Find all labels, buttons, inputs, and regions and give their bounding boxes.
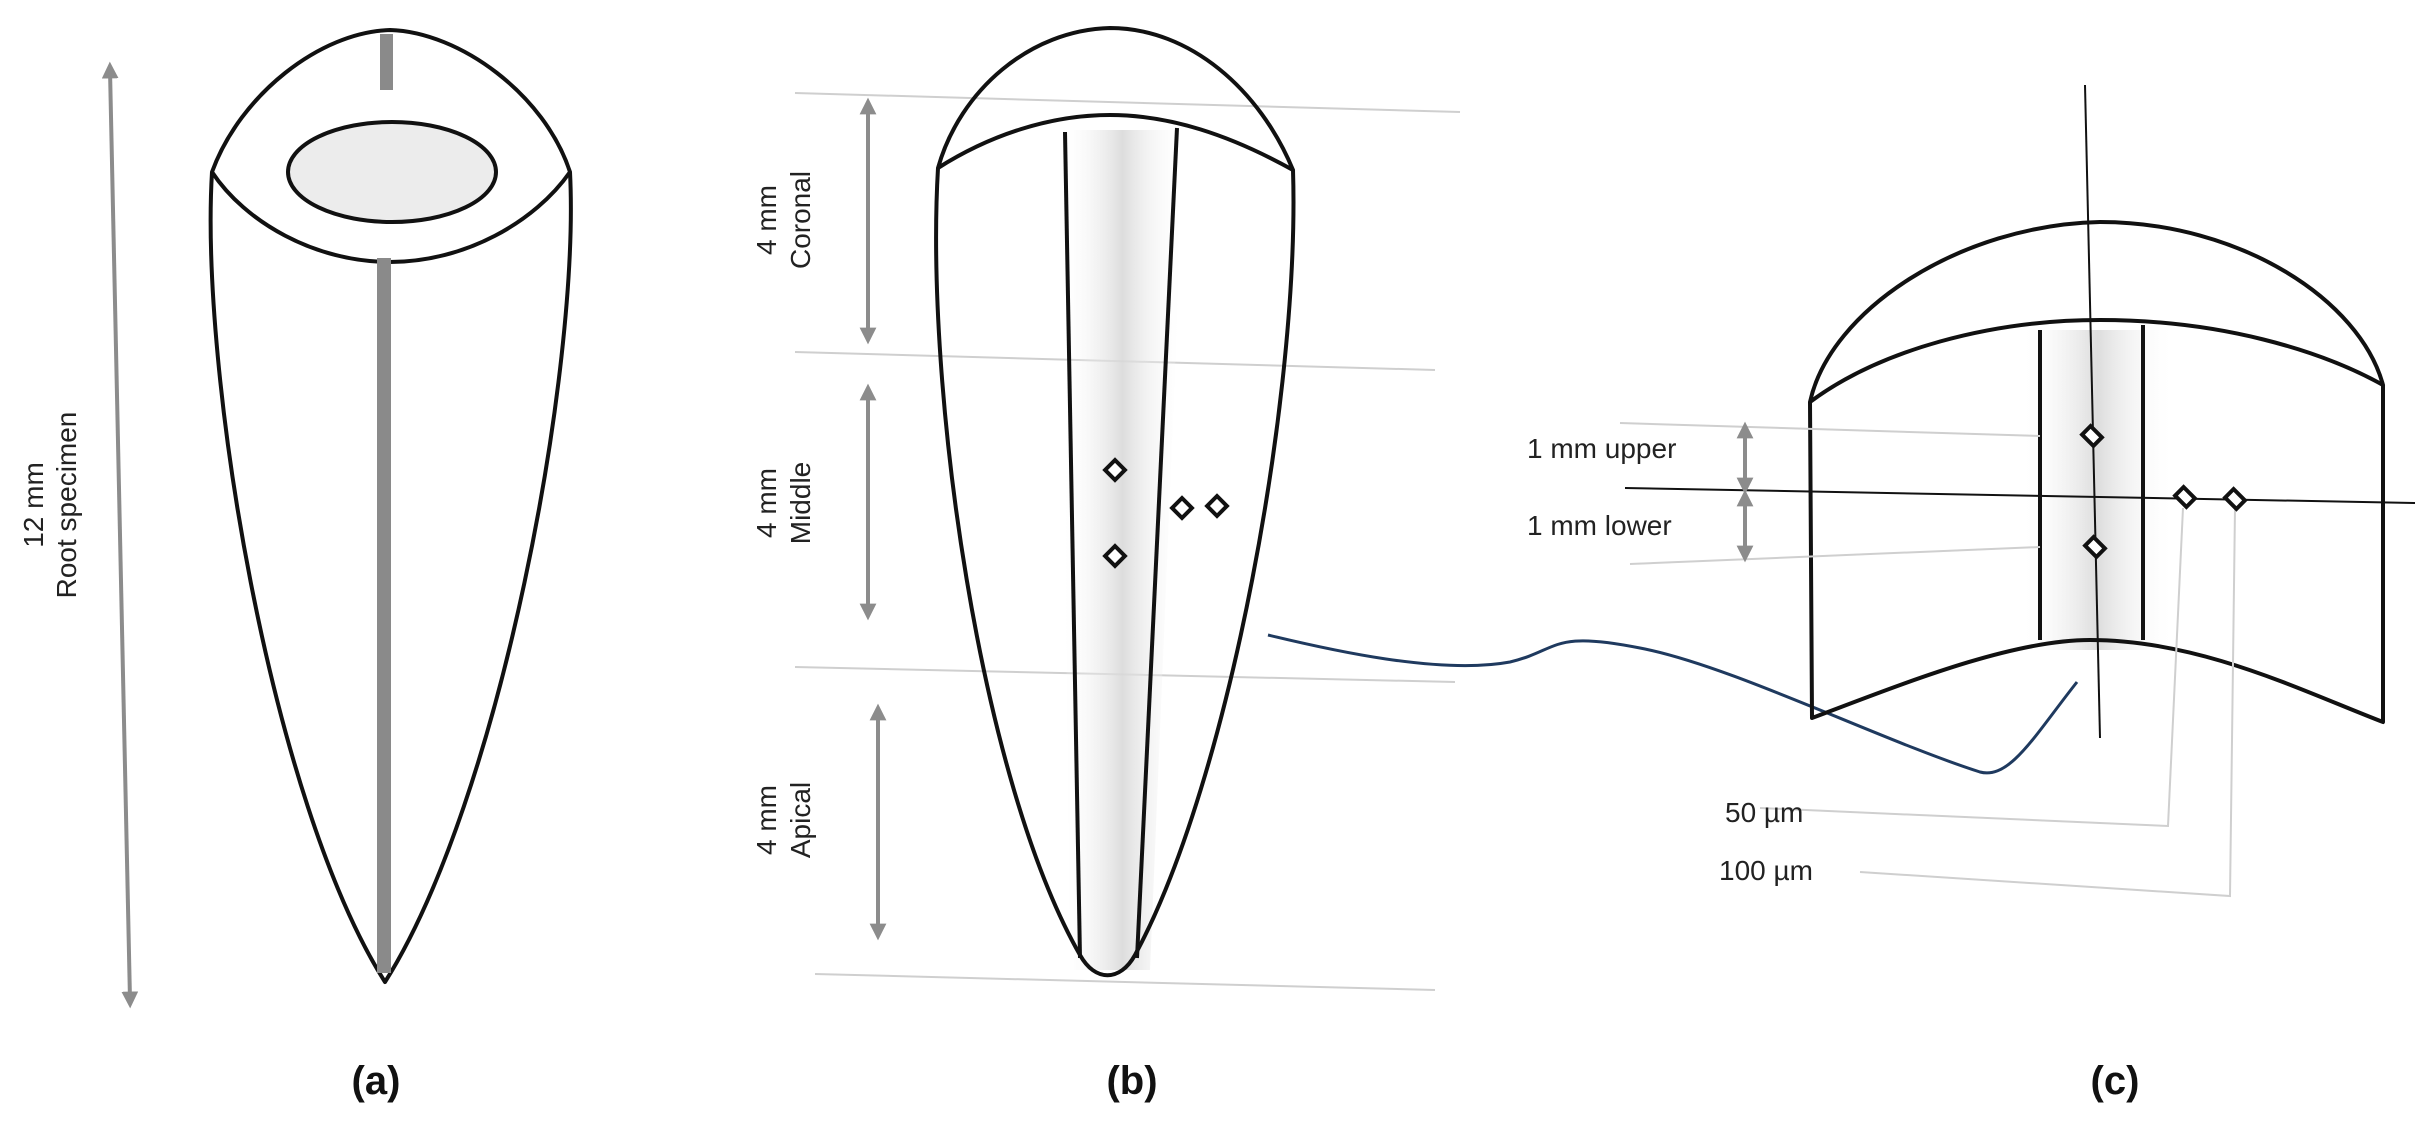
measurement-point [1204,493,1230,519]
zoom-connector [1267,633,2079,775]
canal-shading [2020,330,2175,650]
measurement-point [1169,495,1195,521]
length-label: 12 mm [18,462,49,548]
section-block-outline [1808,385,2385,724]
horizontal-axis [1624,487,2416,504]
panel-c: 1 mm upper 1 mm lower 50 µm 100 µm (c) [1527,84,2416,1103]
root-top-outline [210,28,572,264]
root-outline [934,167,1296,978]
canal-wall-left [1063,131,1082,959]
section-top-outline [1808,220,2385,404]
guide-line-100um [1859,507,2236,898]
middle-name: Middle [785,462,816,544]
measurement-point [1102,457,1128,483]
apical-name: Apical [785,782,816,858]
panel-a-label: (a) [352,1059,401,1103]
coronal-name: Coronal [785,171,816,269]
coronal-length: 4 mm [751,185,782,255]
100um-label: 100 µm [1719,855,1813,886]
lower-label: 1 mm lower [1527,510,1672,541]
vertical-axis [2084,84,2101,739]
guide-line [814,973,1436,991]
guide-line [794,92,1461,113]
canal-line [377,258,391,973]
root-outline [208,171,573,984]
canal-lumen [286,120,498,224]
apical-length: 4 mm [751,785,782,855]
guide-line [1629,546,2041,565]
measurement-point [1102,543,1128,569]
length-arrow [101,61,139,1009]
measurement-point [2079,423,2105,449]
middle-length: 4 mm [751,468,782,538]
panel-b-label: (b) [1106,1059,1157,1103]
guide-line-50um [1759,507,2184,828]
50um-label: 50 µm [1725,797,1803,828]
canal-shading [1060,130,1185,970]
measurement-point [2222,486,2248,512]
root-top-outline [936,26,1295,172]
canal-line-top [380,34,393,90]
measurement-point [2172,484,2198,510]
panel-c-label: (c) [2091,1059,2140,1103]
canal-wall-right [1135,127,1179,959]
guide-line [1619,422,2041,437]
panel-a: 12 mm Root specimen (a) [18,28,573,1103]
upper-label: 1 mm upper [1527,433,1676,464]
measurement-point [2082,534,2108,560]
specimen-label: Root specimen [51,412,82,599]
panel-b: 4 mm Coronal 4 mm Middle 4 mm Apical (b) [751,26,1461,1103]
